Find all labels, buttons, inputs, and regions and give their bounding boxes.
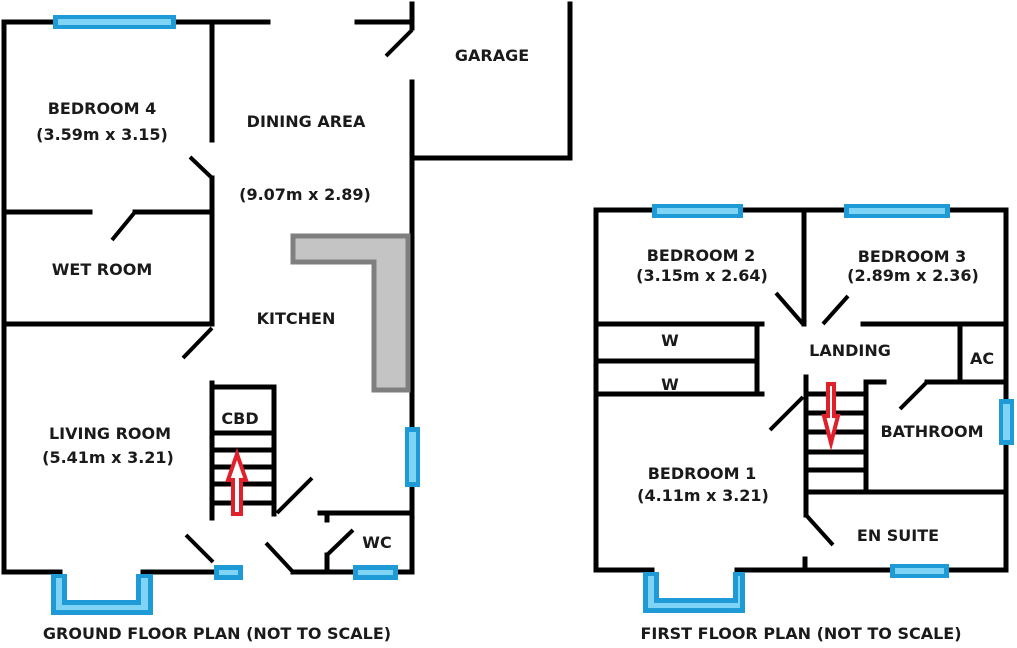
- room-label-living-room: LIVING ROOM: [49, 424, 171, 443]
- room-label-wc: WC: [362, 533, 391, 552]
- room-size-dining: (9.07m x 2.89): [239, 185, 371, 204]
- ground-floor-doors: [110, 28, 414, 574]
- wet-room-door: [110, 210, 137, 242]
- room-label-bedroom3: BEDROOM 3: [858, 247, 967, 266]
- window-glass: [409, 432, 416, 482]
- window-glass: [895, 568, 944, 574]
- room-size-bedroom4: (3.59m x 3.15): [36, 125, 168, 144]
- room-label-landing: LANDING: [809, 341, 891, 360]
- room-size-bedroom1: (4.11m x 3.21): [637, 486, 769, 505]
- window-glass: [58, 19, 171, 25]
- stairs-door: [275, 476, 314, 515]
- window-glass: [648, 576, 740, 608]
- ground-floor-plan: BEDROOM 4 (3.59m x 3.15) DINING AREA (9.…: [1, 1, 573, 643]
- room-label-wardrobe-2: W: [661, 375, 679, 394]
- room-label-airing-cupboard: AC: [970, 349, 994, 368]
- first-floor-plan: BEDROOM 2 (3.15m x 2.64) BEDROOM 3 (2.89…: [593, 204, 1014, 643]
- front-door-left: [184, 533, 215, 564]
- ground-floor-walls: [1, 1, 573, 575]
- room-size-living-room: (5.41m x 3.21): [42, 448, 174, 467]
- front-door-right: [264, 541, 295, 574]
- window-glass: [56, 578, 148, 610]
- ground-floor-windows: [51, 15, 420, 615]
- first-floor-caption: FIRST FLOOR PLAN (NOT TO SCALE): [640, 624, 961, 643]
- bathroom-door: [898, 380, 929, 411]
- room-label-bathroom: BATHROOM: [880, 422, 983, 441]
- first-floor-windows: [643, 204, 1014, 613]
- room-label-garage: GARAGE: [455, 46, 529, 65]
- en-suite-door: [804, 513, 835, 547]
- bedroom3-door: [821, 294, 850, 326]
- room-label-bedroom4: BEDROOM 4: [48, 99, 157, 118]
- room-label-dining: DINING AREA: [247, 112, 366, 131]
- first-floor-doors: [768, 291, 929, 547]
- room-label-wet-room: WET ROOM: [52, 260, 153, 279]
- room-size-bedroom3: (2.89m x 2.36): [847, 266, 979, 285]
- living-room-door: [181, 326, 214, 360]
- bay-window: [643, 572, 745, 613]
- room-label-wardrobe-1: W: [661, 331, 679, 350]
- window-glass: [657, 208, 738, 214]
- room-label-cupboard: CBD: [221, 409, 258, 428]
- window-glass: [358, 570, 393, 575]
- room-size-bedroom2: (3.15m x 2.64): [636, 266, 768, 285]
- bedroom1-door: [768, 395, 805, 432]
- bay-window: [51, 574, 153, 615]
- bedroom4-door: [188, 155, 214, 180]
- bedroom2-door: [774, 291, 805, 326]
- ground-floor-caption: GROUND FLOOR PLAN (NOT TO SCALE): [43, 624, 391, 643]
- stairs-down-arrow-icon: [821, 382, 841, 451]
- garage-door: [384, 28, 414, 58]
- first-floor-labels: BEDROOM 2 (3.15m x 2.64) BEDROOM 3 (2.89…: [636, 246, 994, 545]
- kitchen-worktop: [290, 233, 411, 393]
- room-label-bedroom2: BEDROOM 2: [647, 246, 756, 265]
- window-glass: [219, 570, 238, 575]
- ground-floor-labels: BEDROOM 4 (3.59m x 3.15) DINING AREA (9.…: [36, 46, 529, 552]
- window-glass: [849, 208, 945, 214]
- room-label-bedroom1: BEDROOM 1: [648, 464, 757, 483]
- wc-door: [325, 528, 355, 557]
- stairs-up-arrow-icon: [225, 447, 249, 516]
- window-glass: [1003, 404, 1010, 440]
- room-label-en-suite: EN SUITE: [857, 526, 939, 545]
- room-label-kitchen: KITCHEN: [257, 309, 336, 328]
